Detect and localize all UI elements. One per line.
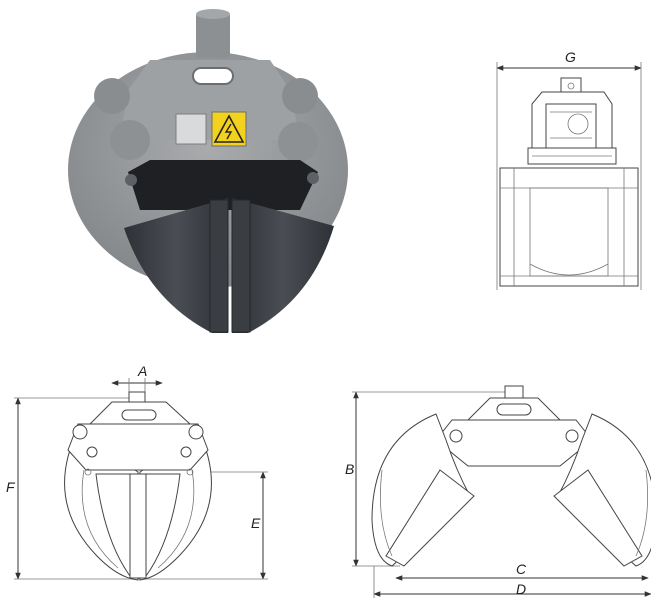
dimension-label-e: E (251, 515, 261, 531)
dimension-label-c: C (516, 561, 527, 577)
dimension-label-f: F (6, 479, 16, 495)
dimension-label-a: A (137, 363, 147, 379)
open-view-drawing: B C D (345, 385, 651, 598)
grapple-photo (68, 9, 348, 333)
dimension-label-d: D (516, 581, 526, 597)
warning-sticker-icon (211, 111, 247, 147)
dimension-label-b: B (345, 461, 354, 477)
side-view-drawing: G (496, 49, 642, 290)
dimension-label-g: G (565, 49, 576, 65)
front-view-drawing: A F E (6, 363, 268, 581)
